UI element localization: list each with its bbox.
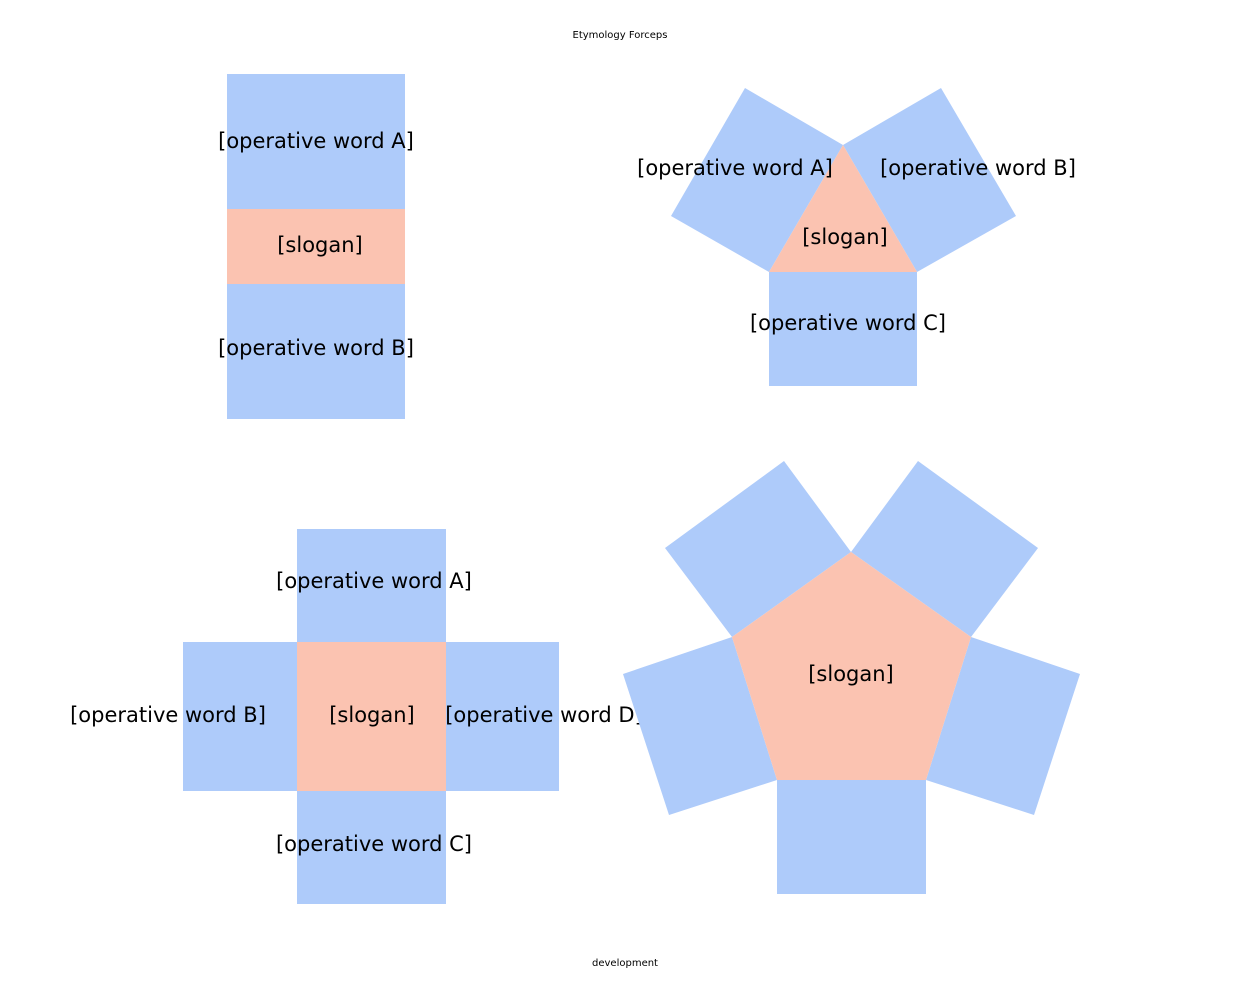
four-word-diagram: [operative word A] [operative word B] [s… xyxy=(70,529,643,904)
page-title: Etymology Forceps xyxy=(573,30,668,41)
page-caption: development xyxy=(592,958,658,969)
word-b-box xyxy=(227,284,405,419)
word-a-label: [operative word A] xyxy=(637,156,833,180)
two-word-diagram: [operative word A] [slogan] [operative w… xyxy=(218,74,414,419)
word-a-box xyxy=(297,529,446,642)
word-d-box xyxy=(446,642,559,791)
word-b-label: [operative word B] xyxy=(70,703,266,727)
word-a-box xyxy=(671,88,843,272)
word-box-bottom xyxy=(777,780,926,894)
slogan-label: [slogan] xyxy=(808,662,894,686)
three-word-diagram: [operative word A] [operative word B] [s… xyxy=(637,88,1076,386)
word-box-right xyxy=(926,637,1080,815)
slogan-pentagon xyxy=(732,552,971,780)
word-a-box xyxy=(227,74,405,209)
word-box-left xyxy=(623,637,777,815)
word-box-top-right xyxy=(851,461,1038,637)
word-b-box xyxy=(183,642,297,791)
word-a-label: [operative word A] xyxy=(276,569,472,593)
word-c-box xyxy=(769,272,917,386)
word-box-top-left xyxy=(665,461,851,637)
word-c-box xyxy=(297,791,446,904)
five-word-diagram: [slogan] xyxy=(623,461,1080,894)
word-a-label: [operative word A] xyxy=(218,129,414,153)
word-c-label: [operative word C] xyxy=(750,311,946,335)
slogan-box xyxy=(227,209,405,284)
slogan-label: [slogan] xyxy=(277,233,363,257)
word-b-box xyxy=(843,88,1016,272)
slogan-label: [slogan] xyxy=(329,703,415,727)
slogan-triangle xyxy=(769,145,917,272)
slogan-label: [slogan] xyxy=(802,225,888,249)
word-b-label: [operative word B] xyxy=(218,336,414,360)
slogan-box xyxy=(297,642,446,791)
word-d-label: [operative word D] xyxy=(445,703,643,727)
word-b-label: [operative word B] xyxy=(880,156,1076,180)
word-c-label: [operative word C] xyxy=(276,832,472,856)
